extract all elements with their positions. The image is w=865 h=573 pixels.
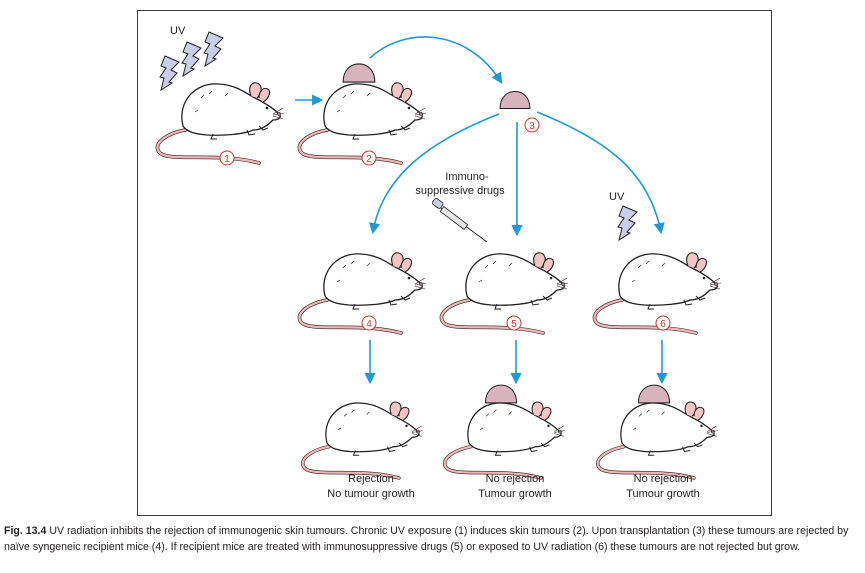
uv-label-top: UV	[170, 25, 186, 37]
drug-label-line1: Immuno-	[445, 171, 489, 183]
mouse-1	[155, 80, 286, 165]
svg-text:6: 6	[660, 319, 666, 330]
arrow-3-to-4	[368, 113, 500, 235]
transplanted-tumour	[499, 90, 531, 110]
svg-text:4: 4	[366, 319, 372, 330]
outcome-mouse-4	[300, 400, 425, 480]
step-4: 4	[361, 315, 377, 331]
diagram: UV 1 2 3 Immuno- suppressive drugs 4	[155, 25, 723, 500]
outcome-5-line2: Tumour growth	[478, 488, 552, 500]
uv-label-right: UV	[609, 191, 625, 203]
outcome-5-line1: No rejection	[486, 473, 545, 485]
drug-label-line2: suppressive drugs	[415, 185, 505, 197]
step-2: 2	[361, 150, 377, 166]
step-5: 5	[506, 315, 522, 331]
svg-text:1: 1	[224, 154, 230, 165]
figure-number: Fig. 13.4	[4, 525, 47, 537]
figure-caption: Fig. 13.4 UV radiation inhibits the reje…	[4, 524, 860, 555]
svg-text:2: 2	[366, 154, 372, 165]
mouse-5	[439, 250, 570, 335]
outcome-4-line2: No tumour growth	[327, 488, 414, 500]
step-3: 3	[524, 117, 540, 133]
outcome-4-line1: Rejection	[348, 473, 394, 485]
outcome-mouse-5	[442, 384, 567, 480]
svg-text:5: 5	[511, 319, 517, 330]
uv-bolts-top	[159, 31, 224, 91]
step-1: 1	[219, 150, 235, 166]
outcome-mouse-6	[595, 384, 720, 480]
svg-text:3: 3	[529, 121, 535, 132]
outcome-6-line1: No rejection	[634, 473, 693, 485]
step-6: 6	[655, 315, 671, 331]
caption-text: UV radiation inhibits the rejection of i…	[4, 525, 849, 553]
outcome-6-line2: Tumour growth	[626, 488, 700, 500]
uv-bolt-right	[617, 205, 638, 241]
arrow-3-to-6	[536, 111, 665, 235]
arrow-2-to-3	[369, 36, 503, 84]
mouse-2	[297, 63, 428, 165]
syringe-icon	[432, 197, 488, 243]
